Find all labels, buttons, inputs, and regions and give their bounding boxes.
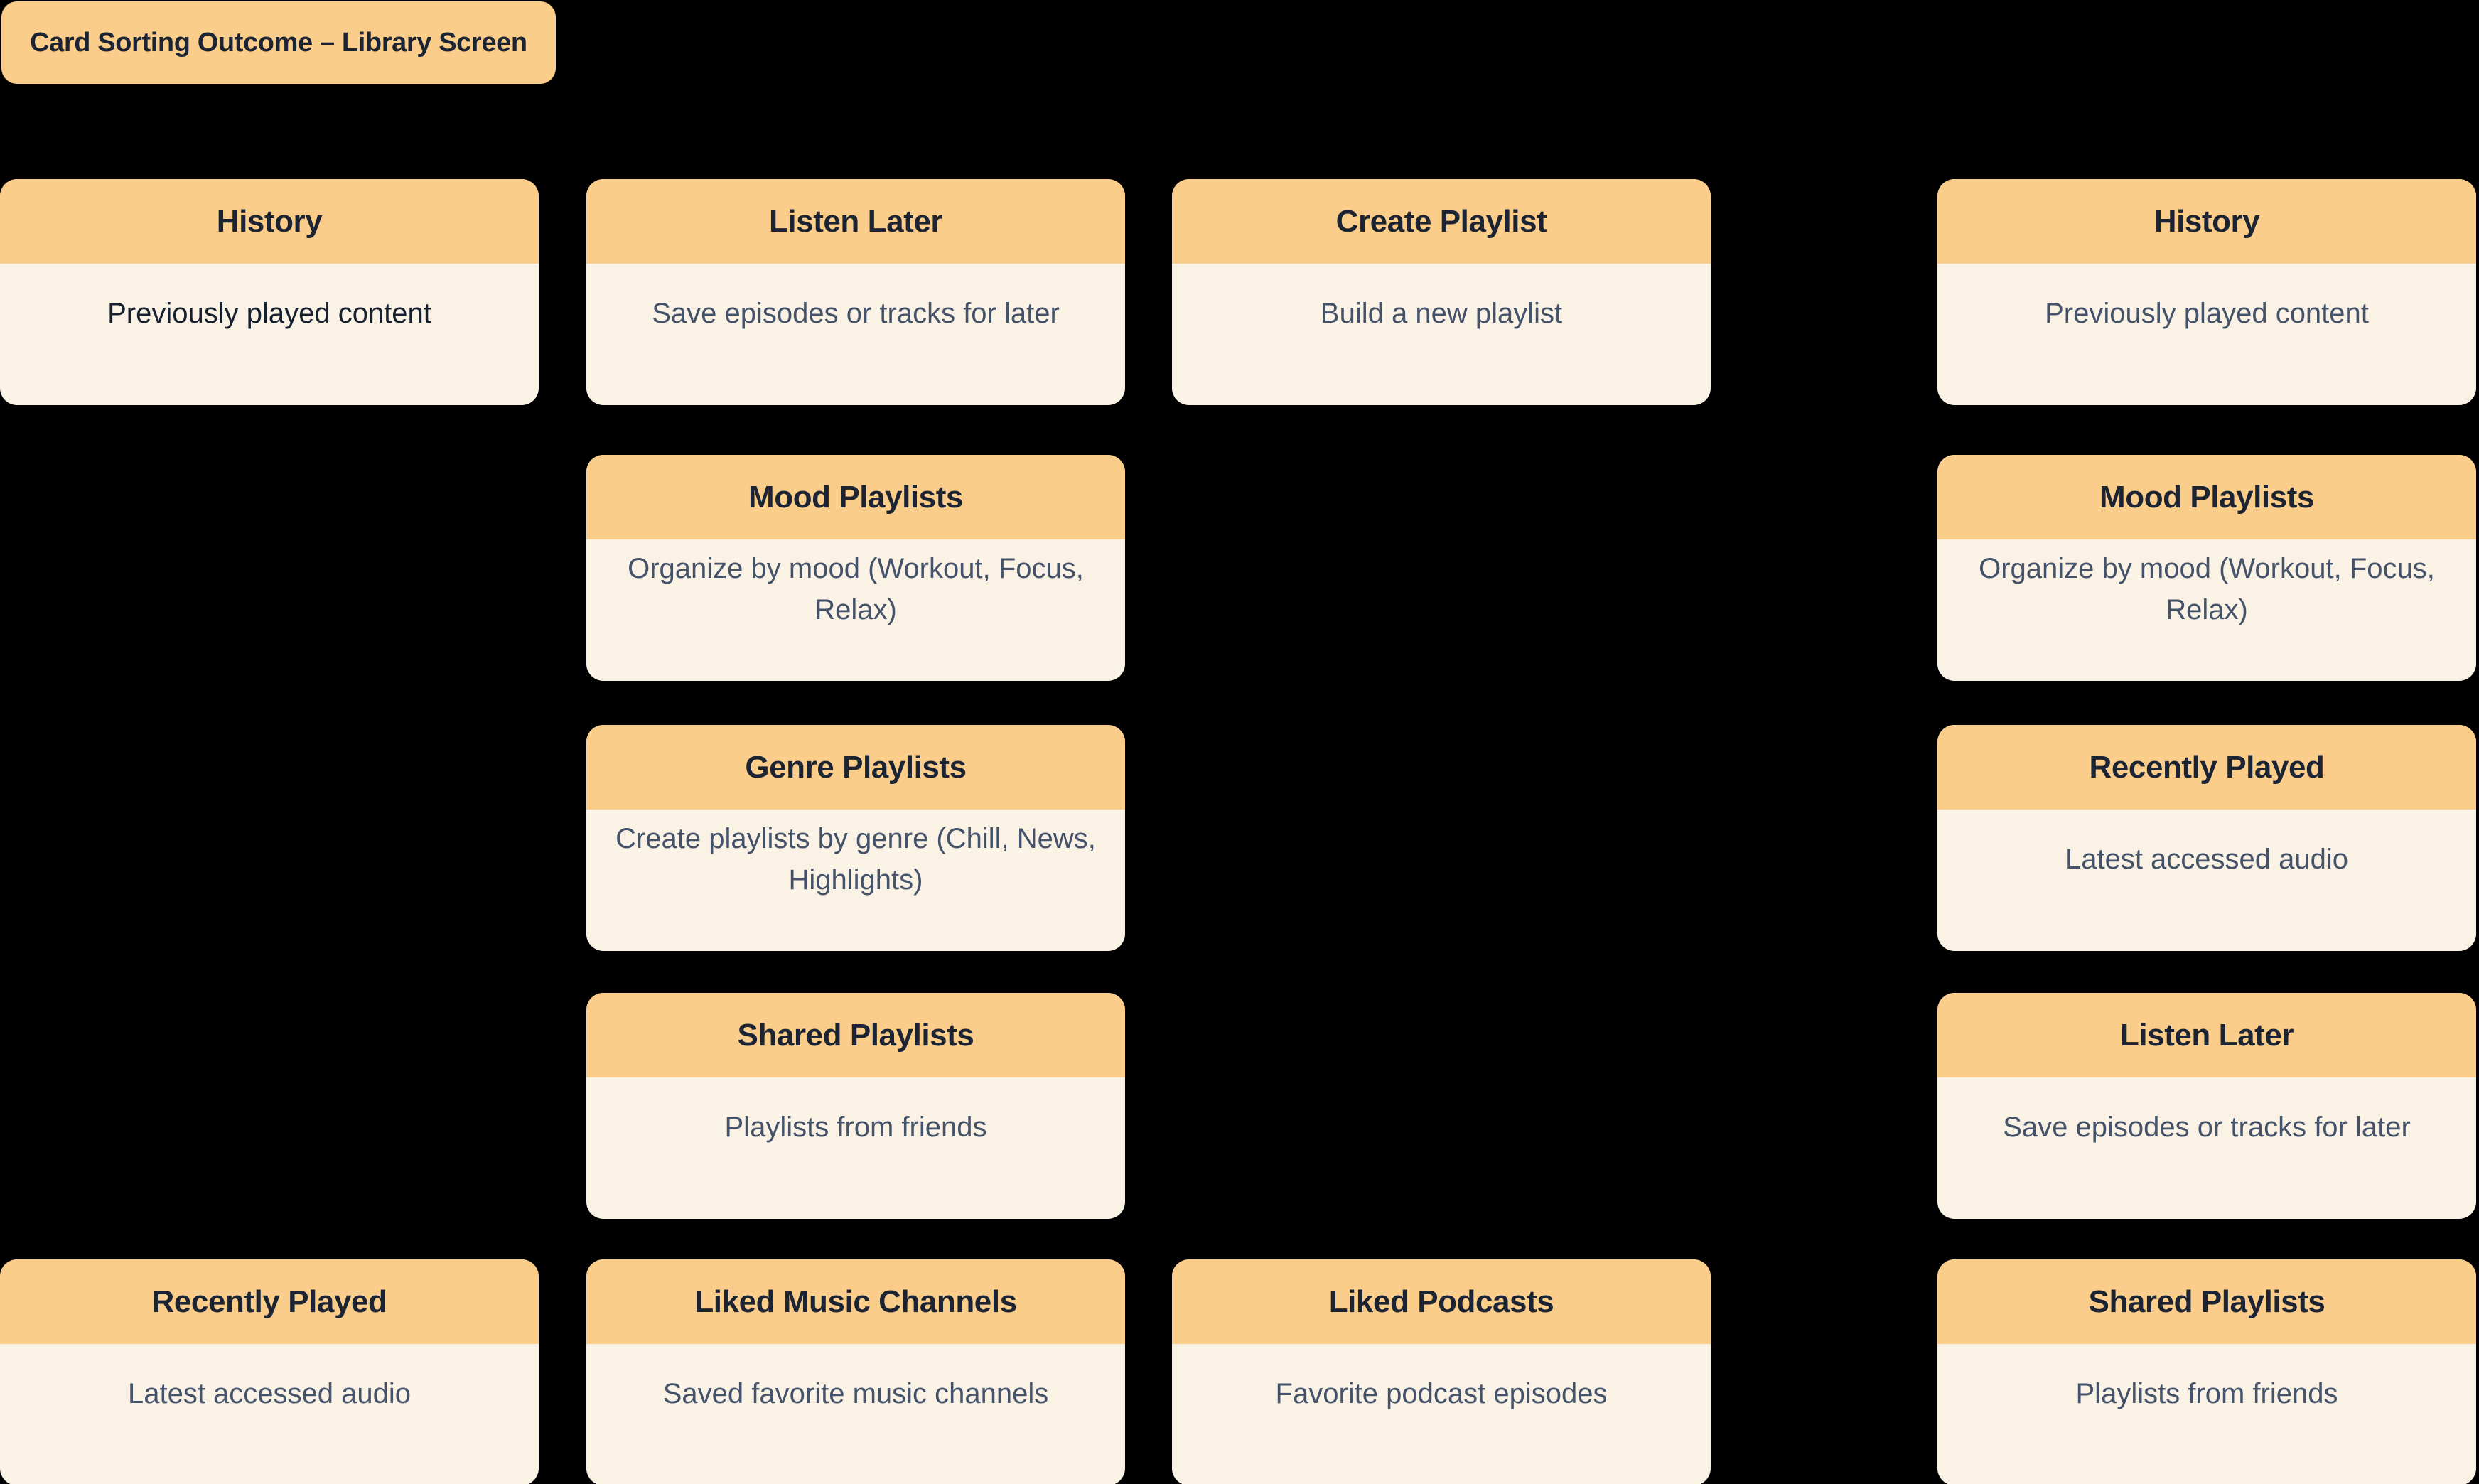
card-header: History (1937, 179, 2476, 264)
card-header: Recently Played (1937, 725, 2476, 810)
card-header: Create Playlist (1172, 179, 1711, 264)
card-title: Shared Playlists (2088, 1284, 2325, 1319)
card-description: Latest accessed audio (127, 1377, 412, 1409)
card-genre-playlists: Genre Playlists Create playlists by genr… (586, 725, 1125, 951)
card-header: Mood Playlists (586, 455, 1125, 539)
card-description: Playlists from friends (724, 1111, 987, 1143)
card-title: History (216, 203, 323, 239)
card-header: Shared Playlists (586, 993, 1125, 1077)
card-liked-music-channels: Liked Music Channels Saved favorite musi… (586, 1259, 1125, 1484)
card-title: History (2153, 203, 2260, 239)
card-description: Organize by mood (Workout, Focus, Relax) (1979, 552, 2435, 625)
card-body: Previously played content (0, 264, 539, 405)
card-description: Previously played content (2045, 297, 2369, 329)
card-mood-playlists: Mood Playlists Organize by mood (Workout… (586, 455, 1125, 681)
card-body: Playlists from friends (586, 1077, 1125, 1219)
card-description: Saved favorite music channels (662, 1377, 1049, 1409)
card-title: Liked Music Channels (694, 1284, 1017, 1319)
card-description: Latest accessed audio (2065, 843, 2349, 875)
card-header: History (0, 179, 539, 264)
card-header: Shared Playlists (1937, 1259, 2476, 1344)
card-header: Recently Played (0, 1259, 539, 1344)
card-history: History Previously played content (0, 179, 539, 405)
card-history: History Previously played content (1937, 179, 2476, 405)
card-description: Create playlists by genre (Chill, News, … (615, 822, 1096, 896)
card-description: Save episodes or tracks for later (2003, 1111, 2411, 1143)
card-description: Save episodes or tracks for later (652, 297, 1060, 329)
card-shared-playlists: Shared Playlists Playlists from friends (586, 993, 1125, 1219)
card-body: Build a new playlist (1172, 264, 1711, 405)
card-header: Listen Later (586, 179, 1125, 264)
card-body: Create playlists by genre (Chill, News, … (586, 810, 1125, 951)
card-description: Playlists from friends (2075, 1377, 2338, 1409)
card-recently-played: Recently Played Latest accessed audio (1937, 725, 2476, 951)
card-body: Playlists from friends (1937, 1344, 2476, 1484)
card-title: Recently Played (2089, 749, 2325, 785)
card-listen-later: Listen Later Save episodes or tracks for… (1937, 993, 2476, 1219)
card-title: Listen Later (2119, 1017, 2294, 1053)
card-title: Listen Later (768, 203, 943, 239)
card-description: Organize by mood (Workout, Focus, Relax) (628, 552, 1084, 625)
card-title: Shared Playlists (737, 1017, 974, 1053)
card-description: Build a new playlist (1320, 297, 1563, 329)
card-body: Latest accessed audio (0, 1344, 539, 1484)
card-header: Liked Music Channels (586, 1259, 1125, 1344)
card-title: Mood Playlists (2099, 479, 2314, 515)
card-title: Mood Playlists (748, 479, 963, 515)
card-header: Listen Later (1937, 993, 2476, 1077)
card-body: Previously played content (1937, 264, 2476, 405)
card-body: Organize by mood (Workout, Focus, Relax) (586, 539, 1125, 681)
card-body: Save episodes or tracks for later (1937, 1077, 2476, 1219)
card-create-playlist: Create Playlist Build a new playlist (1172, 179, 1711, 405)
card-title: Create Playlist (1335, 203, 1547, 239)
card-header: Mood Playlists (1937, 455, 2476, 539)
card-mood-playlists: Mood Playlists Organize by mood (Workout… (1937, 455, 2476, 681)
card-listen-later: Listen Later Save episodes or tracks for… (586, 179, 1125, 405)
card-recently-played: Recently Played Latest accessed audio (0, 1259, 539, 1484)
card-title: Liked Podcasts (1328, 1284, 1554, 1319)
card-body: Saved favorite music channels (586, 1344, 1125, 1484)
card-title: Genre Playlists (745, 749, 967, 785)
card-body: Organize by mood (Workout, Focus, Relax) (1937, 539, 2476, 681)
card-liked-podcasts: Liked Podcasts Favorite podcast episodes (1172, 1259, 1711, 1484)
card-body: Save episodes or tracks for later (586, 264, 1125, 405)
card-title: Recently Played (151, 1284, 387, 1319)
card-body: Latest accessed audio (1937, 810, 2476, 951)
card-header: Genre Playlists (586, 725, 1125, 810)
card-shared-playlists: Shared Playlists Playlists from friends (1937, 1259, 2476, 1484)
diagram-title: Card Sorting Outcome – Library Screen (1, 1, 556, 84)
card-body: Favorite podcast episodes (1172, 1344, 1711, 1484)
card-description: Previously played content (107, 297, 431, 329)
card-description: Favorite podcast episodes (1275, 1377, 1608, 1409)
card-header: Liked Podcasts (1172, 1259, 1711, 1344)
